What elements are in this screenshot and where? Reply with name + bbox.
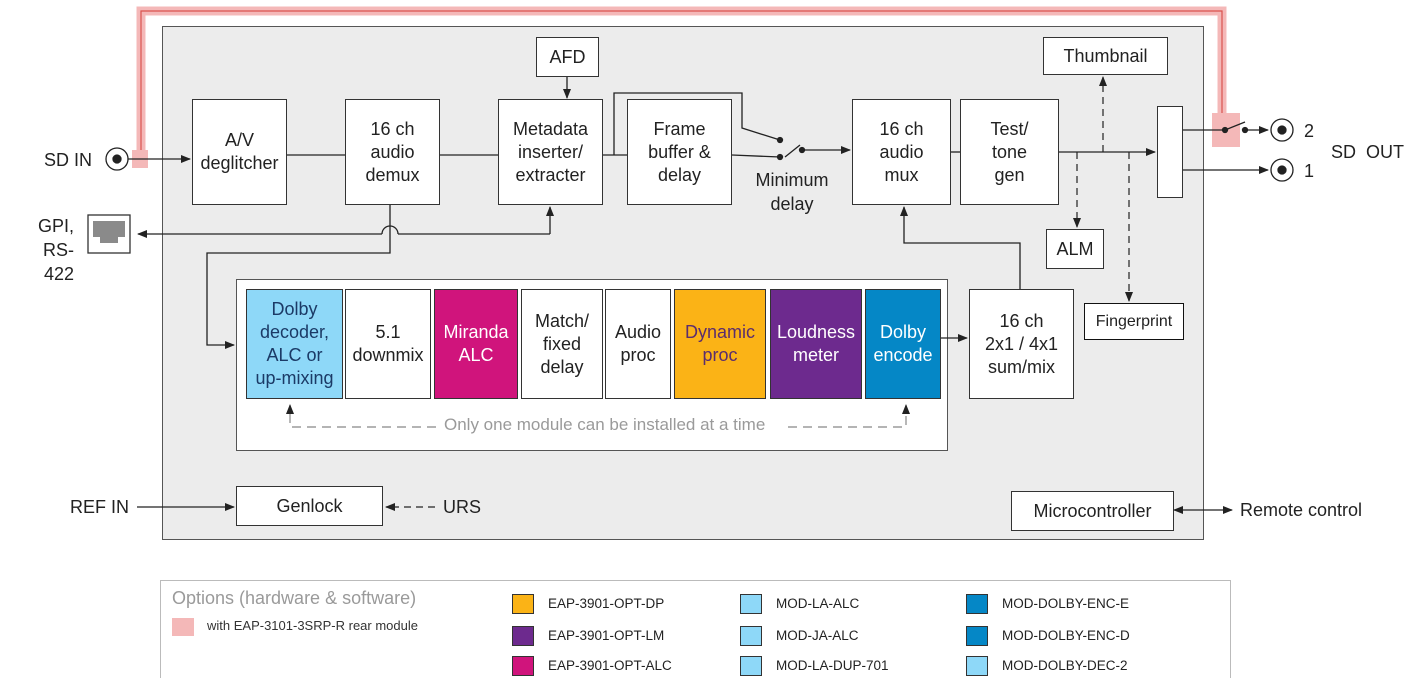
urs-label: URS [443, 497, 482, 517]
legend-swatch [512, 594, 534, 614]
legend-item-label: MOD-JA-ALC [776, 628, 859, 643]
microcontroller-block: Microcontroller [1011, 491, 1174, 531]
legend-item-label: MOD-LA-DUP-701 [776, 658, 889, 673]
audio-mux-block: 16 ch audio mux [852, 99, 951, 205]
test-tone-block: Test/ tone gen [960, 99, 1059, 205]
legend-swatch [740, 656, 762, 676]
legend-item-label: MOD-LA-ALC [776, 596, 860, 611]
minimum-delay-label: Minimum delay [755, 170, 829, 214]
legend-title: Options (hardware & software) [172, 588, 417, 608]
module-note: Only one module can be installed at a ti… [440, 415, 770, 435]
module-slot: Loudness meter [770, 289, 862, 399]
module-slot: Audio proc [605, 289, 671, 399]
legend-pink-swatch [172, 618, 194, 636]
alm-block: ALM [1046, 229, 1104, 269]
afd-block: AFD [536, 37, 599, 77]
metadata-block: Metadata inserter/ extracter [498, 99, 603, 205]
legend-item-label: EAP-3901-OPT-LM [548, 628, 665, 643]
audio-demux-block: 16 ch audio demux [345, 99, 440, 205]
legend-swatch [740, 594, 762, 614]
legend-item-label: EAP-3901-OPT-ALC [548, 658, 672, 673]
module-slot: Miranda ALC [434, 289, 518, 399]
legend-swatch [966, 594, 988, 614]
legend-swatch [740, 626, 762, 646]
thumbnail-block: Thumbnail [1043, 37, 1168, 75]
legend-item-label: EAP-3901-OPT-DP [548, 596, 665, 611]
sd-out-label: SD OUT [1331, 142, 1405, 162]
legend-swatch [966, 626, 988, 646]
output-2-label: 2 [1304, 121, 1315, 141]
legend-item-label: MOD-DOLBY-ENC-D [1002, 628, 1130, 643]
legend-swatch [512, 626, 534, 646]
legend-item-label: MOD-DOLBY-ENC-E [1002, 596, 1130, 611]
legend-swatch [966, 656, 988, 676]
ref-in-label: REF IN [70, 497, 130, 517]
module-slot: 5.1 downmix [345, 289, 431, 399]
output-1-label: 1 [1304, 161, 1315, 181]
sum-mix-block: 16 ch 2x1 / 4x1 sum/mix [969, 289, 1074, 399]
options-legend [160, 580, 1231, 678]
module-slot: Dynamic proc [674, 289, 766, 399]
gpi-label: GPI, RS-422 [38, 216, 75, 284]
frame-buffer-block: Frame buffer & delay [627, 99, 732, 205]
module-slot: Dolby decoder, ALC or up-mixing [246, 289, 343, 399]
module-slot: Match/ fixed delay [521, 289, 603, 399]
legend-swatch [512, 656, 534, 676]
output-splitter [1157, 106, 1183, 198]
remote-control-label: Remote control [1240, 500, 1363, 520]
av-deglitcher-block: A/V deglitcher [192, 99, 287, 205]
fingerprint-block: Fingerprint [1084, 303, 1184, 340]
sd-in-label: SD IN [44, 150, 93, 170]
legend-item-label: MOD-DOLBY-DEC-2 [1002, 658, 1128, 673]
legend-pink-label: with EAP-3101-3SRP-R rear module [207, 618, 418, 633]
genlock-block: Genlock [236, 486, 383, 526]
module-slot: Dolby encode [865, 289, 941, 399]
